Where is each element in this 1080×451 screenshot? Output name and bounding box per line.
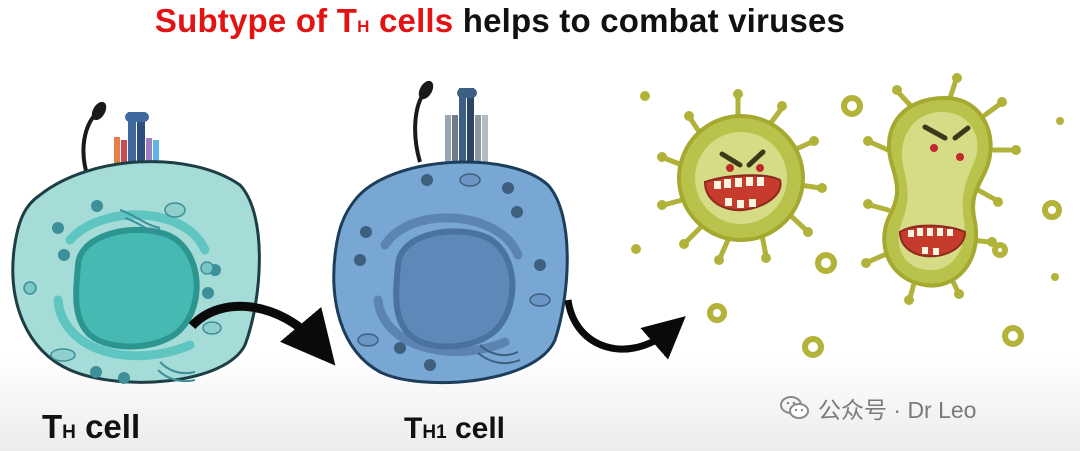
watermark: 公众号 · Dr Leo [780,393,976,423]
title-red-part-2: cells [369,2,454,39]
virus-left [657,89,827,265]
th-cell-label: TH cell [42,408,141,445]
th1-cell-label: TH1 cell [404,412,505,445]
th1-cell [332,80,569,385]
virus-particles [707,95,1062,358]
th1-cell-receptors [445,88,488,162]
wechat-icon [780,396,809,419]
virus-right [861,73,1021,305]
th-cell [11,101,261,384]
arrow-th-to-th1 [188,301,336,366]
th1-cell-nucleus [393,228,516,350]
diagram-title: Subtype of TH cells helps to combat viru… [0,2,1000,40]
arrow-th1-to-virus [564,299,686,360]
th-cell-nucleus [73,226,200,350]
th1-cell-antenna-tip [418,80,434,100]
title-black-part: helps to combat viruses [453,2,846,39]
title-red-part: Subtype of T [154,2,358,39]
title-subscript: H [357,17,370,36]
watermark-text: 公众号 · Dr Leo [818,397,977,423]
th-cell-antenna-tip [91,101,107,121]
virus-dots [631,91,1064,281]
th1-cell-antenna [413,90,427,163]
